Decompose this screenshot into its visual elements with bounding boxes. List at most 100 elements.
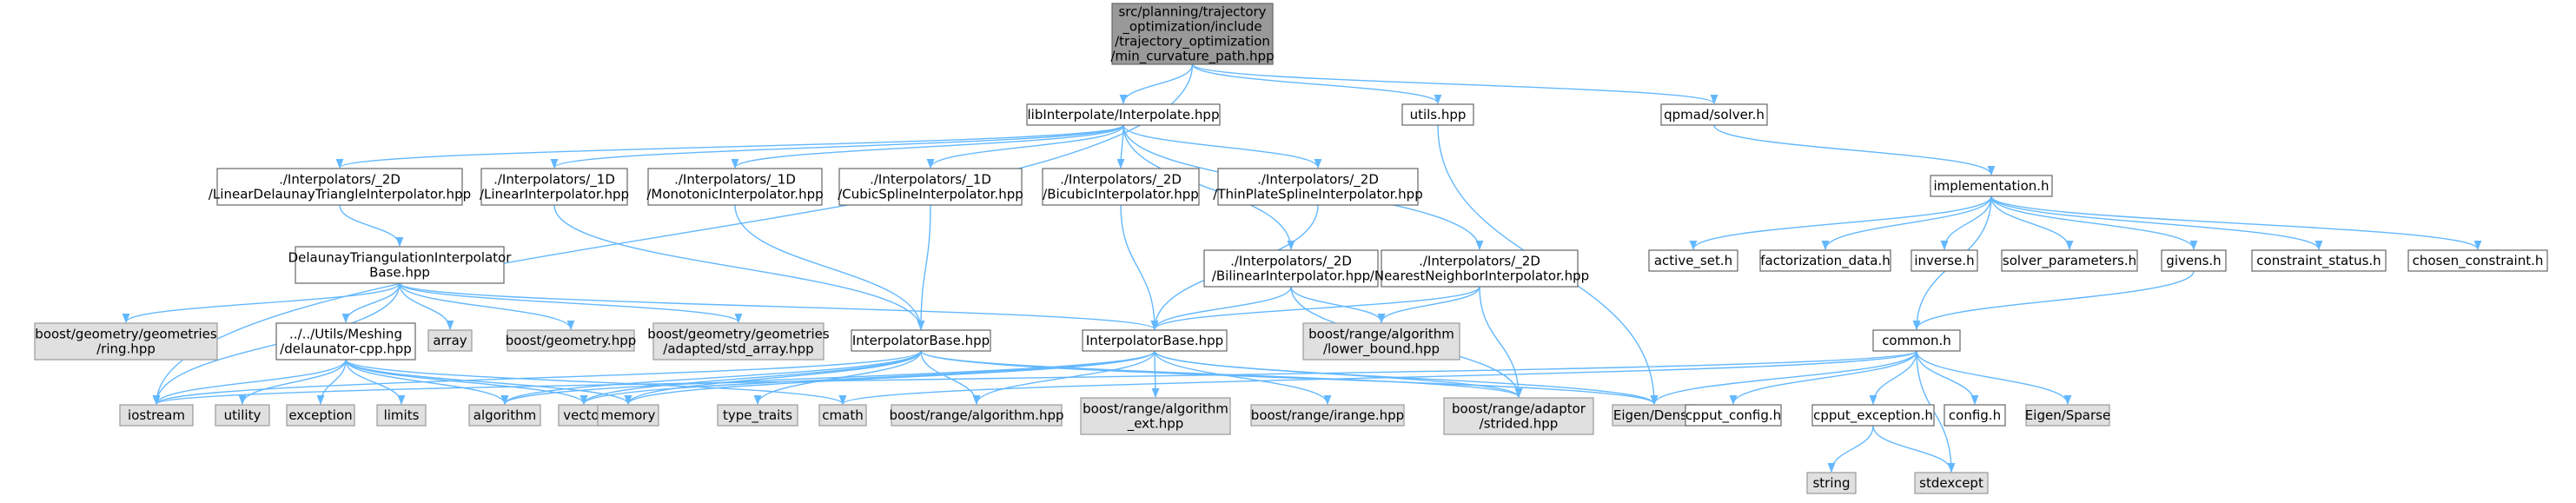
- node-label: ./Interpolators/_2D: [1060, 172, 1182, 189]
- node-label: ./Interpolators/_1D: [674, 172, 796, 189]
- node-label: ./Interpolators/_1D: [870, 172, 991, 189]
- node-box: [34, 322, 218, 361]
- node-label: /min_curvature_path.hpp: [1110, 49, 1274, 65]
- node-nearest2d[interactable]: ./Interpolators/_2D/NearestNeighborInter…: [1370, 249, 1589, 288]
- node-box: [1302, 322, 1460, 361]
- edge-delaunaybase-to-stdarray: [399, 282, 743, 324]
- node-common[interactable]: common.h: [1872, 329, 1961, 352]
- edge-delaunator-to-memory: [345, 359, 632, 406]
- node-iostream: iostream: [119, 404, 194, 427]
- node-cputexception[interactable]: cpput_exception.h: [1811, 404, 1935, 427]
- edge-delaunator-to-exception: [316, 359, 347, 406]
- node-box: [1685, 404, 1782, 427]
- node-label: ./Interpolators/_2D: [1419, 254, 1540, 270]
- node-box: [2001, 249, 2138, 272]
- node-box: [216, 168, 463, 206]
- edge-libinterp-to-bicubic2d: [1116, 124, 1125, 169]
- node-box: [1612, 404, 1697, 427]
- node-box: [507, 329, 635, 352]
- edge-qpmad-to-implementation: [1713, 124, 1996, 176]
- edge-root-to-qpmad: [1191, 63, 1718, 105]
- node-box: [1111, 3, 1274, 65]
- edge-root-to-utils: [1191, 63, 1442, 105]
- node-givens[interactable]: givens.h: [2161, 249, 2227, 272]
- node-label: /MonotonicInterpolator.hpp: [646, 187, 823, 202]
- edge-common-to-eigensparse: [1916, 350, 2072, 406]
- edge-libinterp-to-bilinear2d: [1122, 124, 1295, 251]
- node-inverse[interactable]: inverse.h: [1910, 249, 1978, 272]
- edge-delaunator-to-utility: [238, 359, 347, 406]
- node-qpmad[interactable]: qpmad/solver.h: [1660, 103, 1768, 126]
- node-implementation[interactable]: implementation.h: [1930, 175, 2053, 197]
- node-label: constraint_status.h: [2256, 253, 2381, 269]
- node-layer: src/planning/trajectory_optimization/inc…: [34, 3, 2548, 494]
- node-box: [1648, 249, 1738, 272]
- node-bilinear2d[interactable]: ./Interpolators/_2D/BilinearInterpolator…: [1203, 249, 1379, 288]
- node-label: stdexcept: [1919, 475, 1983, 491]
- node-box: [2407, 249, 2548, 272]
- node-factdata[interactable]: factorization_data.h: [1759, 249, 1891, 272]
- node-delaunator[interactable]: ../../Utils/Meshing/delaunator-cpp.hpp: [275, 322, 416, 361]
- node-label: boost/geometry.hpp: [506, 333, 637, 348]
- node-label: /NearestNeighborInterpolator.hpp: [1370, 268, 1589, 284]
- edge-implementation-to-activeset: [1689, 195, 1992, 251]
- edge-ipbase1d-to-eigendense: [920, 350, 1659, 406]
- node-libinterp[interactable]: libInterpolate/Interpolate.hpp: [1026, 103, 1221, 126]
- edge-ipbase2d-to-irange: [1154, 350, 1332, 406]
- edge-delaunaybase-to-bgeometry: [399, 282, 575, 331]
- node-box: [1811, 404, 1935, 427]
- node-box: [1026, 103, 1221, 126]
- node-label: boost/geometry/geometries: [647, 327, 830, 342]
- node-irange: boost/range/irange.hpp: [1250, 404, 1405, 427]
- node-lin1d[interactable]: ./Interpolators/_1D/LinearInterpolator.h…: [480, 168, 629, 206]
- node-utils[interactable]: utils.hpp: [1401, 103, 1474, 126]
- node-label: solver_parameters.h: [2003, 253, 2136, 269]
- node-constraintstatus[interactable]: constraint_status.h: [2251, 249, 2387, 272]
- node-box: [2251, 249, 2387, 272]
- node-box: [275, 322, 416, 361]
- edge-lindelaunay-to-delaunaybase: [339, 204, 404, 248]
- node-box: [1806, 472, 1857, 494]
- node-label: memory: [601, 407, 656, 423]
- node-label: /lower_bound.hpp: [1323, 341, 1440, 358]
- node-box: [1250, 404, 1405, 427]
- node-lindelaunay[interactable]: ./Interpolators/_2D/LinearDelaunayTriang…: [209, 168, 471, 206]
- node-label: limits: [384, 407, 420, 423]
- node-chosenconstraint[interactable]: chosen_constraint.h: [2407, 249, 2548, 272]
- node-box: [286, 404, 355, 427]
- node-string: string: [1806, 472, 1857, 494]
- edge-ipbase2d-to-memory: [624, 350, 1156, 406]
- node-label: boost/range/algorithm: [1083, 401, 1228, 417]
- edge-delaunator-to-vector: [345, 359, 588, 406]
- node-label: boost/geometry/geometries: [35, 327, 217, 342]
- node-bicubic2d[interactable]: ./Interpolators/_2D/BicubicInterpolator.…: [1042, 168, 1200, 206]
- node-activeset[interactable]: active_set.h: [1648, 249, 1738, 272]
- node-ipbase2d[interactable]: InterpolatorBase.hpp: [1082, 329, 1228, 352]
- node-delaunaybase[interactable]: DelaunayTriangulationInterpolatorBase.hp…: [288, 246, 513, 284]
- edge-delaunator-to-cmath: [345, 359, 847, 406]
- node-cubic1d[interactable]: ./Interpolators/_1D/CubicSplineInterpola…: [838, 168, 1023, 206]
- node-label: Eigen/Dense: [1613, 407, 1695, 423]
- node-algorithm: algorithm: [468, 404, 541, 427]
- node-mono1d[interactable]: ./Interpolators/_1D/MonotonicInterpolato…: [646, 168, 824, 206]
- node-box: [1042, 168, 1200, 206]
- node-box: [215, 404, 270, 427]
- node-cputconfig[interactable]: cpput_config.h: [1685, 404, 1782, 427]
- edge-implementation-to-givens: [1990, 195, 2198, 251]
- node-config[interactable]: config.h: [1944, 404, 2006, 427]
- node-thinplate2d[interactable]: ./Interpolators/_2D/ThinPlateSplineInter…: [1213, 168, 1423, 206]
- edge-implementation-to-chosenconstraint: [1990, 195, 2482, 251]
- edge-common-to-cputexception: [1869, 350, 1917, 406]
- node-label: _ext.hpp: [1127, 416, 1184, 433]
- node-box: [2161, 249, 2227, 272]
- node-solverparams[interactable]: solver_parameters.h: [2001, 249, 2138, 272]
- node-ipbase1d[interactable]: InterpolatorBase.hpp: [851, 329, 991, 352]
- edge-delaunaybase-to-array: [399, 282, 454, 331]
- edge-delaunaybase-to-delaunator: [341, 282, 401, 324]
- node-box: [1203, 249, 1379, 288]
- node-label: libInterpolate/Interpolate.hpp: [1028, 107, 1220, 122]
- node-label: boost/range/irange.hpp: [1251, 407, 1404, 423]
- node-box: [1443, 397, 1594, 435]
- edge-delaunator-to-iostream: [152, 359, 347, 406]
- node-label: type_traits: [723, 407, 792, 424]
